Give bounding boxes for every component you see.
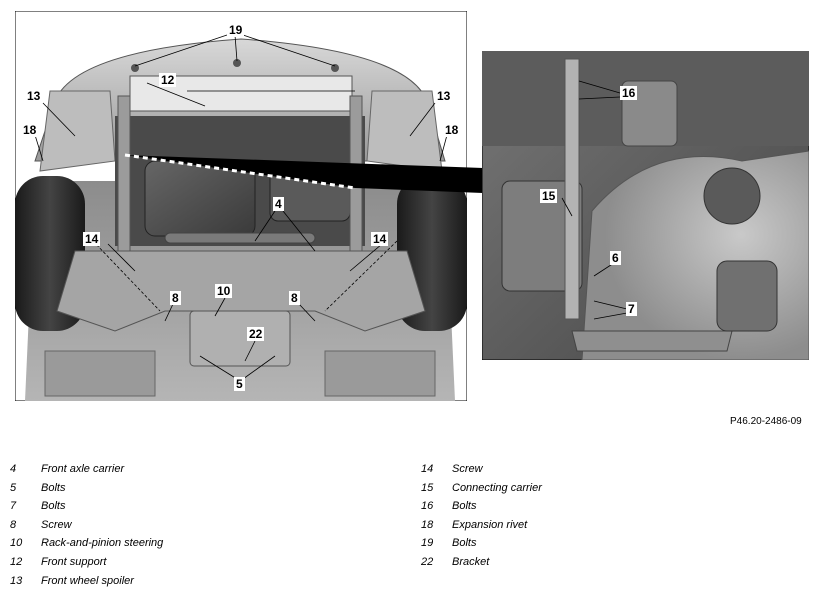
legend-number: 4 xyxy=(10,463,17,475)
callout-13-right: 13 xyxy=(435,89,453,103)
inset-detail-illustration: 16 15 6 7 xyxy=(481,50,810,361)
legend-number: 8 xyxy=(10,518,17,531)
callout-4: 4 xyxy=(273,197,284,211)
legend-text: Screw xyxy=(452,463,483,475)
legend-number: 5 xyxy=(10,481,17,494)
callout-5: 5 xyxy=(234,377,245,391)
side-rail-right xyxy=(349,95,363,267)
callout-7: 7 xyxy=(626,302,637,316)
wheel-spoiler-left xyxy=(39,90,116,172)
legend-row: 19 Bolts xyxy=(421,537,781,556)
dashed-leaders-main xyxy=(92,240,398,312)
callout-15: 15 xyxy=(540,189,558,203)
legend-text: Expansion rivet xyxy=(452,518,528,531)
callout-19: 19 xyxy=(227,23,245,37)
lower-panel-left xyxy=(44,350,156,397)
legend-row: 18 Expansion rivet xyxy=(421,519,781,538)
callout-16: 16 xyxy=(620,86,638,100)
side-rail-left xyxy=(117,95,131,267)
callout-8-right: 8 xyxy=(289,291,300,305)
legend-text: Bracket xyxy=(452,555,490,568)
gearbox xyxy=(269,165,351,222)
reference-code: P46.20-2486-09 xyxy=(730,416,802,427)
legend-number: 12 xyxy=(10,555,23,568)
legend-text: Rack-and-pinion steering xyxy=(41,537,164,550)
lower-arm xyxy=(571,330,733,352)
legend-row: 7 Bolts xyxy=(10,500,370,519)
engine-block xyxy=(144,160,256,237)
legend-number: 10 xyxy=(10,537,23,550)
callout-8-left: 8 xyxy=(170,291,181,305)
legend-number: 15 xyxy=(421,481,434,494)
callout-13-left: 13 xyxy=(25,89,43,103)
callout-10: 10 xyxy=(215,284,233,298)
front-axle-carrier xyxy=(56,250,426,332)
legend-row: 22 Bracket xyxy=(421,556,781,575)
bolt-19-b xyxy=(233,59,241,67)
legend-text: Bolts xyxy=(452,537,477,550)
underbody-drawing xyxy=(14,10,468,402)
legend-text: Bolts xyxy=(452,500,477,513)
callout-18-left: 18 xyxy=(21,123,39,137)
legend-number: 7 xyxy=(10,500,17,513)
legend-number: 19 xyxy=(421,537,434,550)
bracket xyxy=(189,310,291,367)
legend-text: Front axle carrier xyxy=(41,463,125,475)
bolt-19-a xyxy=(131,64,139,72)
legend-text: Bolts xyxy=(41,500,66,513)
callout-6: 6 xyxy=(610,251,621,265)
legend-text: Front support xyxy=(41,555,107,568)
callout-22: 22 xyxy=(247,327,265,341)
main-underbody-illustration: 19 12 13 13 18 18 4 14 14 8 8 10 22 5 xyxy=(14,10,468,402)
leader-lines-main xyxy=(34,34,448,380)
legend-row: 5 Bolts xyxy=(10,482,370,501)
brake-disc xyxy=(716,260,778,332)
bolt-19-c xyxy=(331,64,339,72)
callout-14-left: 14 xyxy=(83,232,101,246)
liner-cap xyxy=(703,167,761,225)
callout-12: 12 xyxy=(159,73,177,87)
legend-row: 12 Front support xyxy=(10,556,370,575)
legend-row: 16 Bolts xyxy=(421,500,781,519)
legend-text: Front wheel spoiler xyxy=(41,574,134,587)
legend-row: 15 Connecting carrier xyxy=(421,482,781,501)
connecting-carrier xyxy=(564,58,580,320)
legend-row: 13 Front wheel spoiler xyxy=(10,575,370,594)
legend-row: 8 Screw xyxy=(10,519,370,538)
legend-row: 14 Screw xyxy=(421,463,781,482)
legend-number: 22 xyxy=(421,555,434,568)
legend-text: Bolts xyxy=(41,481,66,494)
legend-text: Connecting carrier xyxy=(452,481,542,494)
legend-row: 10 Rack-and-pinion steering xyxy=(10,537,370,556)
legend-number: 14 xyxy=(421,463,434,475)
callout-18-right: 18 xyxy=(443,123,461,137)
inset-drawing xyxy=(481,50,810,361)
lower-panel-right xyxy=(324,350,436,397)
legend-number: 13 xyxy=(10,574,23,587)
legend-text: Screw xyxy=(41,518,72,531)
legend-number: 18 xyxy=(421,518,434,531)
engine-side xyxy=(501,180,583,292)
legend-row: 4 Front axle carrier xyxy=(10,463,370,482)
callout-14-right: 14 xyxy=(371,232,389,246)
wheel-spoiler-right xyxy=(366,90,443,172)
legend-number: 16 xyxy=(421,500,434,513)
rack-and-pinion xyxy=(164,232,316,244)
